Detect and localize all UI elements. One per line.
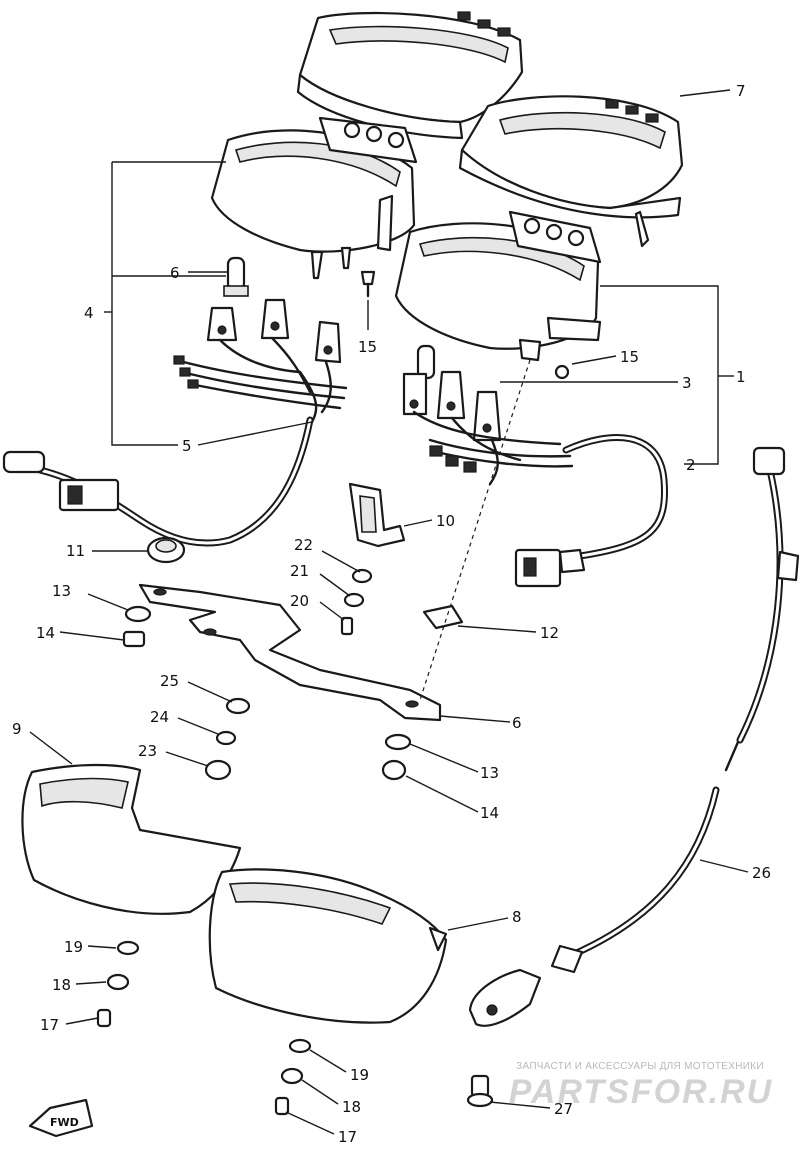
callout-5: 5	[182, 437, 192, 455]
fwd-arrow-icon: FWD	[28, 1098, 94, 1138]
washer-13-left	[124, 605, 152, 623]
nut-18-left	[106, 973, 130, 991]
meter-cable-left	[2, 416, 314, 547]
callout-22: 22	[294, 536, 313, 554]
meter-bracket-16	[138, 583, 442, 722]
callout-26: 26	[752, 864, 771, 882]
callout-4: 4	[84, 304, 94, 322]
lower-cover-9	[21, 763, 242, 915]
callout-12: 12	[540, 624, 559, 642]
callout-17-left: 17	[40, 1016, 59, 1034]
nut-22	[351, 568, 373, 584]
washer-25	[225, 697, 251, 715]
damper-12	[422, 604, 464, 630]
callout-11: 11	[66, 542, 85, 560]
callout-9: 9	[12, 720, 22, 738]
callout-23: 23	[138, 742, 157, 760]
grommet-23	[204, 759, 232, 781]
nut-24	[215, 730, 237, 746]
callout-10: 10	[436, 512, 455, 530]
screw-15-right	[554, 364, 570, 380]
callout-21: 21	[290, 562, 309, 580]
washer-21	[343, 592, 365, 608]
callout-27: 27	[554, 1100, 573, 1118]
wire-harness-left	[173, 336, 348, 424]
washer-19-left	[116, 940, 140, 956]
callout-18-right: 18	[342, 1098, 361, 1116]
callout-25: 25	[160, 672, 179, 690]
screw-20	[340, 616, 354, 636]
grommet-11	[146, 536, 186, 564]
callout-8: 8	[512, 908, 522, 926]
callout-7: 7	[736, 82, 746, 100]
callout-18-left: 18	[52, 976, 71, 994]
callout-6-top: 6	[170, 264, 180, 282]
indicator-bulb-left	[223, 256, 249, 297]
callout-13-left: 13	[52, 582, 71, 600]
watermark-logo: PARTSFOR.RU	[508, 1073, 774, 1111]
callout-3: 3	[682, 374, 692, 392]
meter-cable-right	[514, 434, 669, 588]
nut-14-right	[381, 759, 407, 781]
washer-13-right	[384, 733, 412, 751]
leader-lines	[29, 89, 749, 1135]
nut-18-right	[280, 1067, 304, 1085]
callout-labels: 7 1 3 2 4 5 6 15 15 10 11 22 21 20 13 14…	[12, 82, 771, 1146]
callout-15-right: 15	[620, 348, 639, 366]
callout-16: 6	[512, 714, 522, 732]
screw-17-left	[96, 1008, 112, 1028]
fwd-label: FWD	[50, 1116, 79, 1129]
callout-19-left: 19	[64, 938, 83, 956]
callout-15-left: 15	[358, 338, 377, 356]
callout-14-left: 14	[36, 624, 55, 642]
callout-2: 2	[686, 456, 696, 474]
meter-assembly-left	[210, 116, 418, 280]
screw-15-left	[360, 270, 376, 298]
watermark-tagline: ЗАПЧАСТИ И АКСЕССУАРЫ ДЛЯ МОТОТЕХНИКИ	[516, 1061, 764, 1072]
washer-19-right	[288, 1038, 312, 1054]
callout-17-right: 17	[338, 1128, 357, 1146]
speedometer-cable-26	[468, 446, 800, 1027]
meter-assembly-right	[394, 210, 602, 362]
meter-cover-right	[458, 95, 684, 248]
callout-14-right: 14	[480, 804, 499, 822]
wire-harness-right	[412, 410, 574, 486]
screw-17-right	[274, 1096, 290, 1116]
bracket-10	[348, 482, 406, 548]
callout-19-right: 19	[350, 1066, 369, 1084]
nut-14-left	[122, 630, 146, 648]
lower-cover-8	[208, 868, 448, 1024]
callout-20: 20	[290, 592, 309, 610]
callout-1: 1	[736, 368, 746, 386]
screw-27	[466, 1074, 494, 1108]
bulb-sockets-right	[402, 344, 502, 442]
bulb-sockets-left	[206, 298, 342, 364]
callout-24: 24	[150, 708, 169, 726]
callout-13-right: 13	[480, 764, 499, 782]
